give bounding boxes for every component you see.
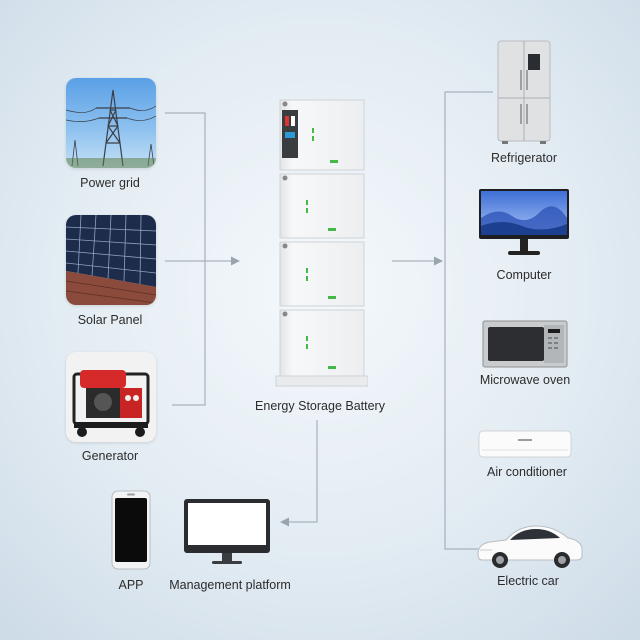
solar-panel-tile — [66, 215, 156, 305]
air-conditioner — [478, 430, 572, 460]
management-monitor — [182, 497, 272, 567]
load-label-computer: Computer — [496, 268, 552, 282]
battery-stack — [272, 96, 369, 390]
generator-tile — [66, 352, 156, 442]
battery-stack-icon — [275, 99, 369, 387]
load-label-refrigerator: Refrigerator — [491, 151, 557, 165]
refrigerator — [496, 40, 552, 146]
monitoring-label-management: Management platform — [169, 578, 291, 592]
computer — [478, 188, 570, 260]
microwave — [482, 320, 568, 368]
source-label-solar-panel: Solar Panel — [77, 313, 143, 327]
source-label-generator: Generator — [81, 449, 139, 463]
monitor-icon — [184, 499, 270, 564]
computer-monitor-icon — [479, 189, 569, 255]
solar-panel-icon — [66, 215, 156, 305]
load-label-air-conditioner: Air conditioner — [487, 465, 567, 479]
source-label-power-grid: Power grid — [80, 176, 140, 190]
battery-label: Energy Storage Battery — [255, 399, 385, 413]
microwave-icon — [482, 320, 568, 368]
load-label-electric-car: Electric car — [497, 574, 559, 588]
smartphone-icon — [111, 490, 151, 570]
load-label-microwave: Microwave oven — [479, 373, 571, 387]
generator-icon — [72, 370, 150, 437]
electric-car — [474, 518, 584, 570]
smartphone — [111, 490, 151, 570]
refrigerator-icon — [497, 40, 551, 144]
power-grid-tile — [66, 78, 156, 168]
air-conditioner-icon — [478, 430, 572, 458]
power-grid-icon — [66, 89, 156, 168]
electric-car-icon — [477, 525, 583, 568]
monitoring-label-app: APP — [118, 578, 144, 592]
